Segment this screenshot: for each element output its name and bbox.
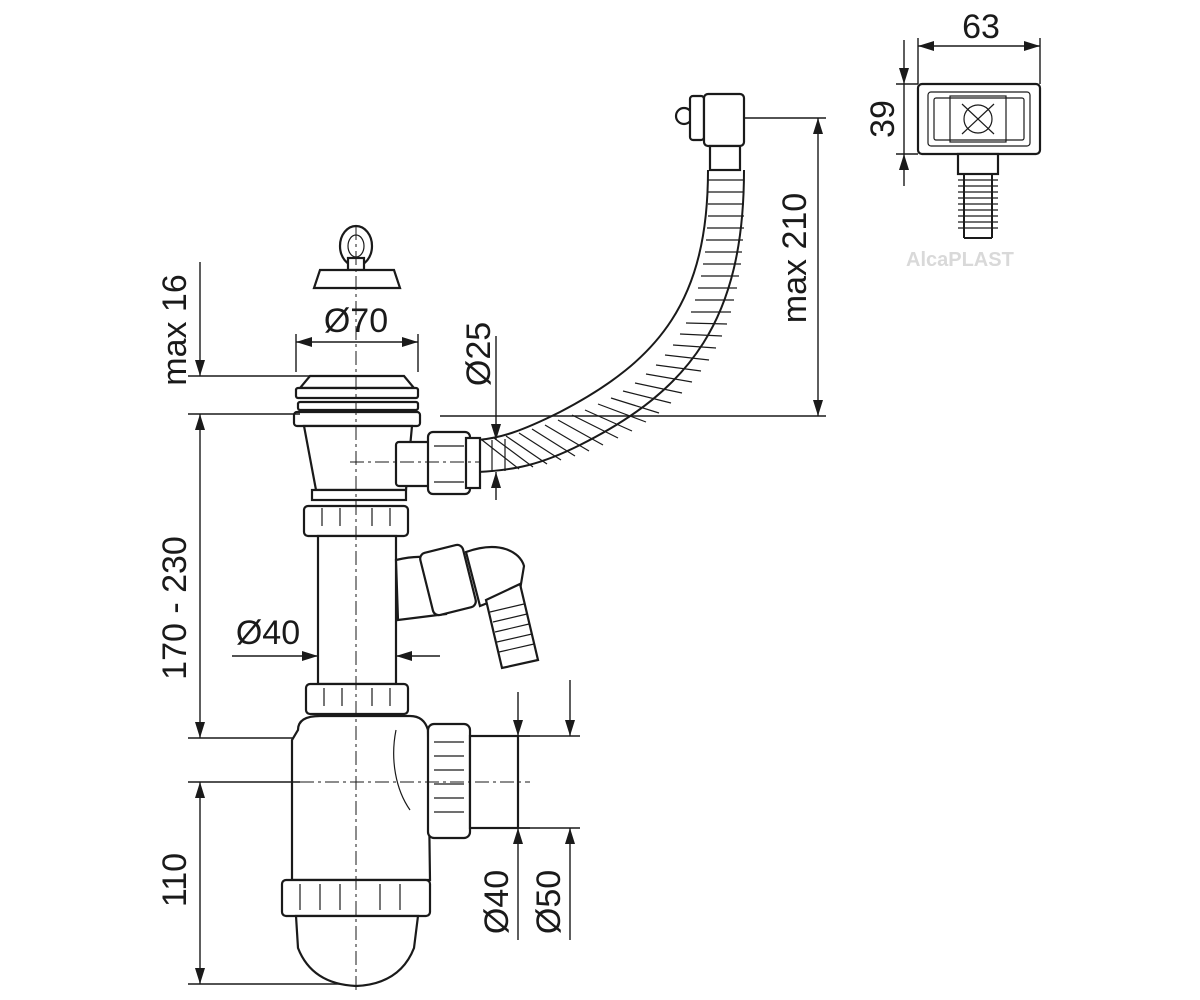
dimension-39: 39	[864, 40, 918, 186]
dimension-d25: Ø25	[460, 322, 501, 500]
dimension-d70: Ø70	[295, 302, 419, 372]
overflow-elbow	[674, 92, 746, 172]
strainer-head	[292, 374, 482, 502]
dimension-max-210: max 210	[440, 117, 826, 417]
dimension-d25-label: Ø25	[460, 322, 498, 386]
dimension-max-16-label: max 16	[156, 274, 194, 386]
dimension-d40-outlet-label: Ø40	[478, 870, 516, 934]
overflow-box	[916, 82, 1042, 239]
dimension-110-label: 110	[156, 853, 194, 907]
bottle-trap	[280, 714, 520, 988]
washing-machine-connector	[394, 543, 540, 670]
sink-plug	[312, 224, 402, 290]
overflow-hose	[477, 169, 745, 473]
dimension-63-label: 63	[962, 8, 1000, 46]
dimension-170-230-label: 170 - 230	[156, 536, 194, 680]
dimension-d50-outlet: Ø50	[518, 680, 580, 940]
dimension-110: 110	[156, 781, 340, 985]
dimension-63: 63	[917, 8, 1041, 84]
dimension-d40-pipe: Ø40	[232, 614, 440, 661]
dimension-d50-outlet-label: Ø50	[530, 870, 568, 934]
dimension-39-label: 39	[864, 100, 902, 138]
watermark: AlcaPLAST	[906, 249, 1014, 271]
dimension-max-210-label: max 210	[776, 193, 814, 323]
dimension-max-16: max 16	[156, 262, 314, 446]
dimension-d40-pipe-label: Ø40	[236, 614, 300, 652]
dimension-170-230: 170 - 230	[156, 446, 300, 739]
